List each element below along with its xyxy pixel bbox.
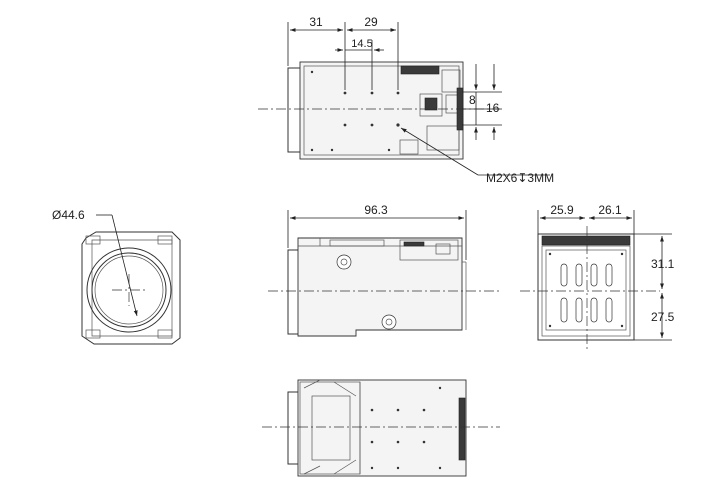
top-body xyxy=(299,61,464,160)
side-body xyxy=(297,237,463,337)
bottom-body xyxy=(297,379,467,477)
dim-31-1: 31.1 xyxy=(651,257,675,271)
lens-inner xyxy=(91,252,167,328)
bottom-side-connector xyxy=(458,397,466,461)
front-view: Ø44.6 xyxy=(52,208,181,345)
dim-25-9: 25.9 xyxy=(550,203,574,217)
rear-slots xyxy=(548,252,624,328)
dim-31: 31 xyxy=(309,15,323,29)
bottom-view xyxy=(262,379,500,477)
side-view: 96.3 xyxy=(268,203,500,337)
dim-8: 8 xyxy=(469,93,476,107)
bottom-holes xyxy=(370,386,442,470)
screw-note: M2X6↧3MM xyxy=(486,171,554,185)
dim-16: 16 xyxy=(486,101,500,115)
top-connector-strip xyxy=(400,65,440,75)
dim-26-1: 26.1 xyxy=(598,203,622,217)
rear-view: 25.9 26.1 31.1 27.5 xyxy=(520,203,675,350)
side-screw-lower xyxy=(381,314,397,330)
side-screw-upper xyxy=(336,254,352,270)
dim-96-3: 96.3 xyxy=(364,203,388,217)
dim-27-5: 27.5 xyxy=(651,310,675,324)
rear-connector-row xyxy=(541,235,631,246)
top-holes xyxy=(310,70,400,152)
dim-diameter: Ø44.6 xyxy=(52,208,85,222)
front-body-outline xyxy=(81,231,181,345)
lens-outer xyxy=(86,247,172,333)
dim-29: 29 xyxy=(364,15,378,29)
dim-14-5: 14.5 xyxy=(351,38,372,50)
top-view: 31 29 14.5 8 16 M2X6↧3MM xyxy=(258,15,554,185)
rear-body-outline xyxy=(537,233,635,341)
